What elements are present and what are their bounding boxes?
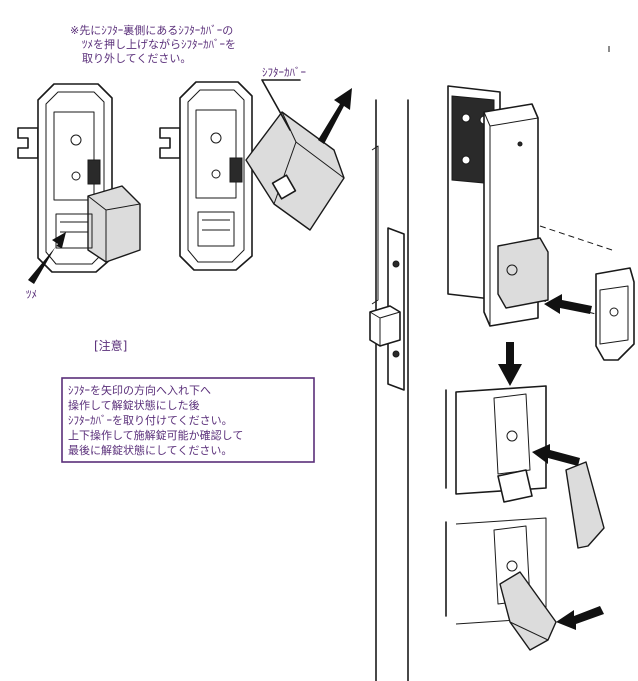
screw-hole-top-2 [210,132,222,144]
step1-screw [506,430,518,442]
arrow-left-icon-step1 [532,444,580,466]
caution-heading: [注意] [94,338,127,353]
header-note-line-3: 取り外してください。 [82,52,191,65]
strike-screw-bottom [392,350,400,358]
panel-removing-cover: ｼﾌﾀｰｶﾊﾞｰ [159,66,352,271]
shifter-frame-inner-2 [187,89,245,263]
latch-bolt-edge [369,311,401,346]
tsume-label: ﾂﾒ [26,288,37,301]
step-final [445,517,604,651]
shifter-part-hole [609,307,619,317]
step1-cover-piece [565,461,605,549]
step1-body [455,385,547,495]
caution-line-4: 上下操作して施解錠可能か確認して [68,428,243,442]
shifter-part-inner [599,285,629,345]
shifter-cover-attached [87,185,141,263]
shifter-cover-label: ｼﾌﾀｰｶﾊﾞｰ [262,66,306,79]
arrow-left-icon-step2 [556,606,604,630]
caution-box: ｼﾌﾀｰを矢印の方向へ入れ下へ 操作して解錠状態にした後 ｼﾌﾀｰｶﾊﾞｰを取り… [61,377,315,463]
latch-bolt [369,305,401,347]
plate-screw-3 [461,155,471,165]
step2-cover-installed [499,571,557,651]
door-edge [369,99,409,681]
step1-slot [493,393,531,475]
bottom-slot [55,213,93,249]
screw-hole-top [70,134,82,146]
screw-hole-bottom-2 [211,169,221,179]
caution-box-border [61,377,315,463]
header-note-line-2: ﾂﾒを押し上げながらｼﾌﾀｰｶﾊﾞｰを [82,37,236,51]
header-note: ※先にｼﾌﾀｰ裏側にあるｼﾌﾀｰｶﾊﾞｰの ﾂﾒを押し上げながらｼﾌﾀｰｶﾊﾞｰ… [70,23,236,65]
panel-shifter-with-cover: ﾂﾒ [17,83,141,301]
slot-screw [506,264,518,276]
arrow-diagonal-icon [28,232,66,284]
cover-edges [87,195,141,262]
step2-body [455,517,547,625]
cover-leader-line [261,79,301,131]
caution-line-1: ｼﾌﾀｰを矢印の方向へ入れ下へ [68,383,211,397]
insert-guide-top [539,225,613,251]
latch-block-2 [229,157,243,183]
header-note-line-1: ※先にｼﾌﾀｰ裏側にあるｼﾌﾀｰｶﾊﾞｰの [70,23,233,37]
escutcheon-edges [483,111,539,326]
shifter-window-2 [195,109,237,199]
step2-cover-edge [509,621,549,641]
cover-tab [271,174,297,200]
handle-unit [447,85,635,386]
shifter-slot-housing [497,237,549,309]
caution-line-2: 操作して解錠状態にした後 [68,398,200,412]
step1-foot [497,469,533,503]
side-tab-left [17,127,39,159]
latch-block [87,159,101,185]
arrow-down-icon [498,342,522,386]
step2-screw [506,560,518,572]
arrow-left-icon [544,294,592,314]
bottom-slot-2 [197,211,235,247]
cover-detached-edges [273,111,345,205]
strike-screw-top [392,260,400,268]
arrow-up-right-icon [318,88,352,144]
side-tab-right [159,127,181,159]
escutcheon-dot [517,141,523,147]
caution-line-3: ｼﾌﾀｰｶﾊﾞｰを取り付けてください。 [68,414,233,427]
caution-line-5: 最後に解錠状態にしてください。 [68,443,232,457]
shifter-part [595,267,635,361]
screw-hole-bottom [71,171,81,181]
plate-screw-1 [461,113,471,123]
door-jamb-rib [371,145,379,305]
step-cover-attach [445,385,605,549]
